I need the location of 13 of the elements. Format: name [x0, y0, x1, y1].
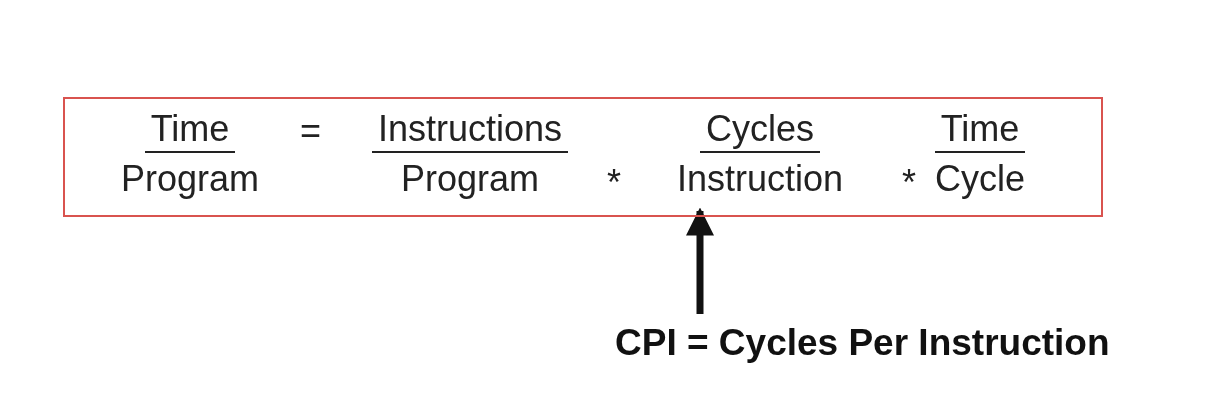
operator-sign: = — [300, 110, 322, 152]
numerator: Cycles — [700, 107, 820, 153]
denominator: Program — [120, 157, 259, 201]
operator-sign: * — [902, 162, 916, 204]
numerator: Time — [934, 107, 1026, 153]
numerator: Time — [144, 107, 236, 153]
equation-box — [63, 97, 1103, 217]
denominator: Program — [400, 157, 539, 201]
definition-text: CPI = Cycles Per Instruction — [615, 322, 1110, 364]
numerator: Instructions — [371, 107, 569, 153]
denominator: Cycle — [935, 157, 1025, 201]
denominator: Instruction — [676, 157, 844, 201]
operator-sign: * — [607, 162, 621, 204]
